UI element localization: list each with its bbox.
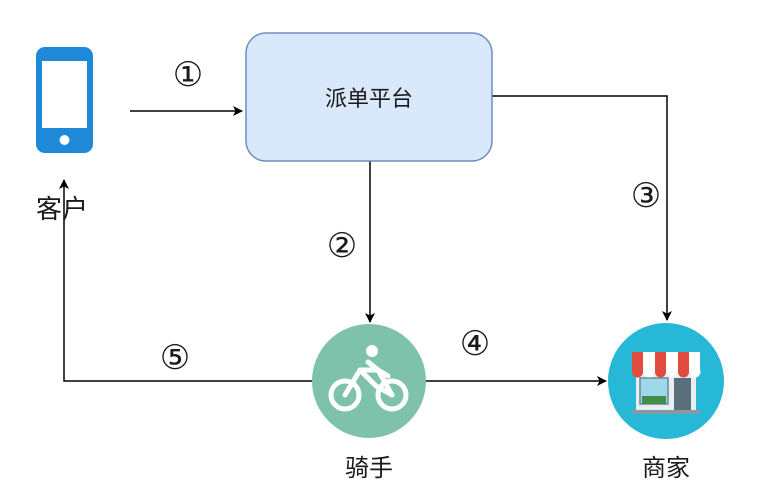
platform-box	[245, 32, 493, 162]
step-1-label: ①	[173, 55, 203, 95]
step-3-label: ③	[631, 176, 661, 216]
step-2-label: ②	[327, 226, 357, 266]
merchant-label: 商家	[642, 454, 690, 482]
step-4-label: ④	[460, 324, 490, 364]
bicycle-rider-icon	[328, 345, 409, 412]
client-label: 客户	[36, 195, 88, 225]
client-node: 客户	[36, 47, 93, 225]
storefront-icon	[632, 352, 701, 414]
edge-platform-to-merchant	[492, 95, 672, 321]
platform-node: 派单平台	[245, 32, 493, 162]
smartphone-icon	[36, 47, 93, 153]
step-5-label: ⑤	[160, 338, 190, 378]
edge-rider-to-client	[59, 179, 316, 382]
merchant-node: 商家	[608, 323, 724, 482]
rider-label: 骑手	[345, 454, 393, 482]
rider-node: 骑手	[312, 324, 426, 482]
platform-label: 派单平台	[325, 87, 413, 112]
